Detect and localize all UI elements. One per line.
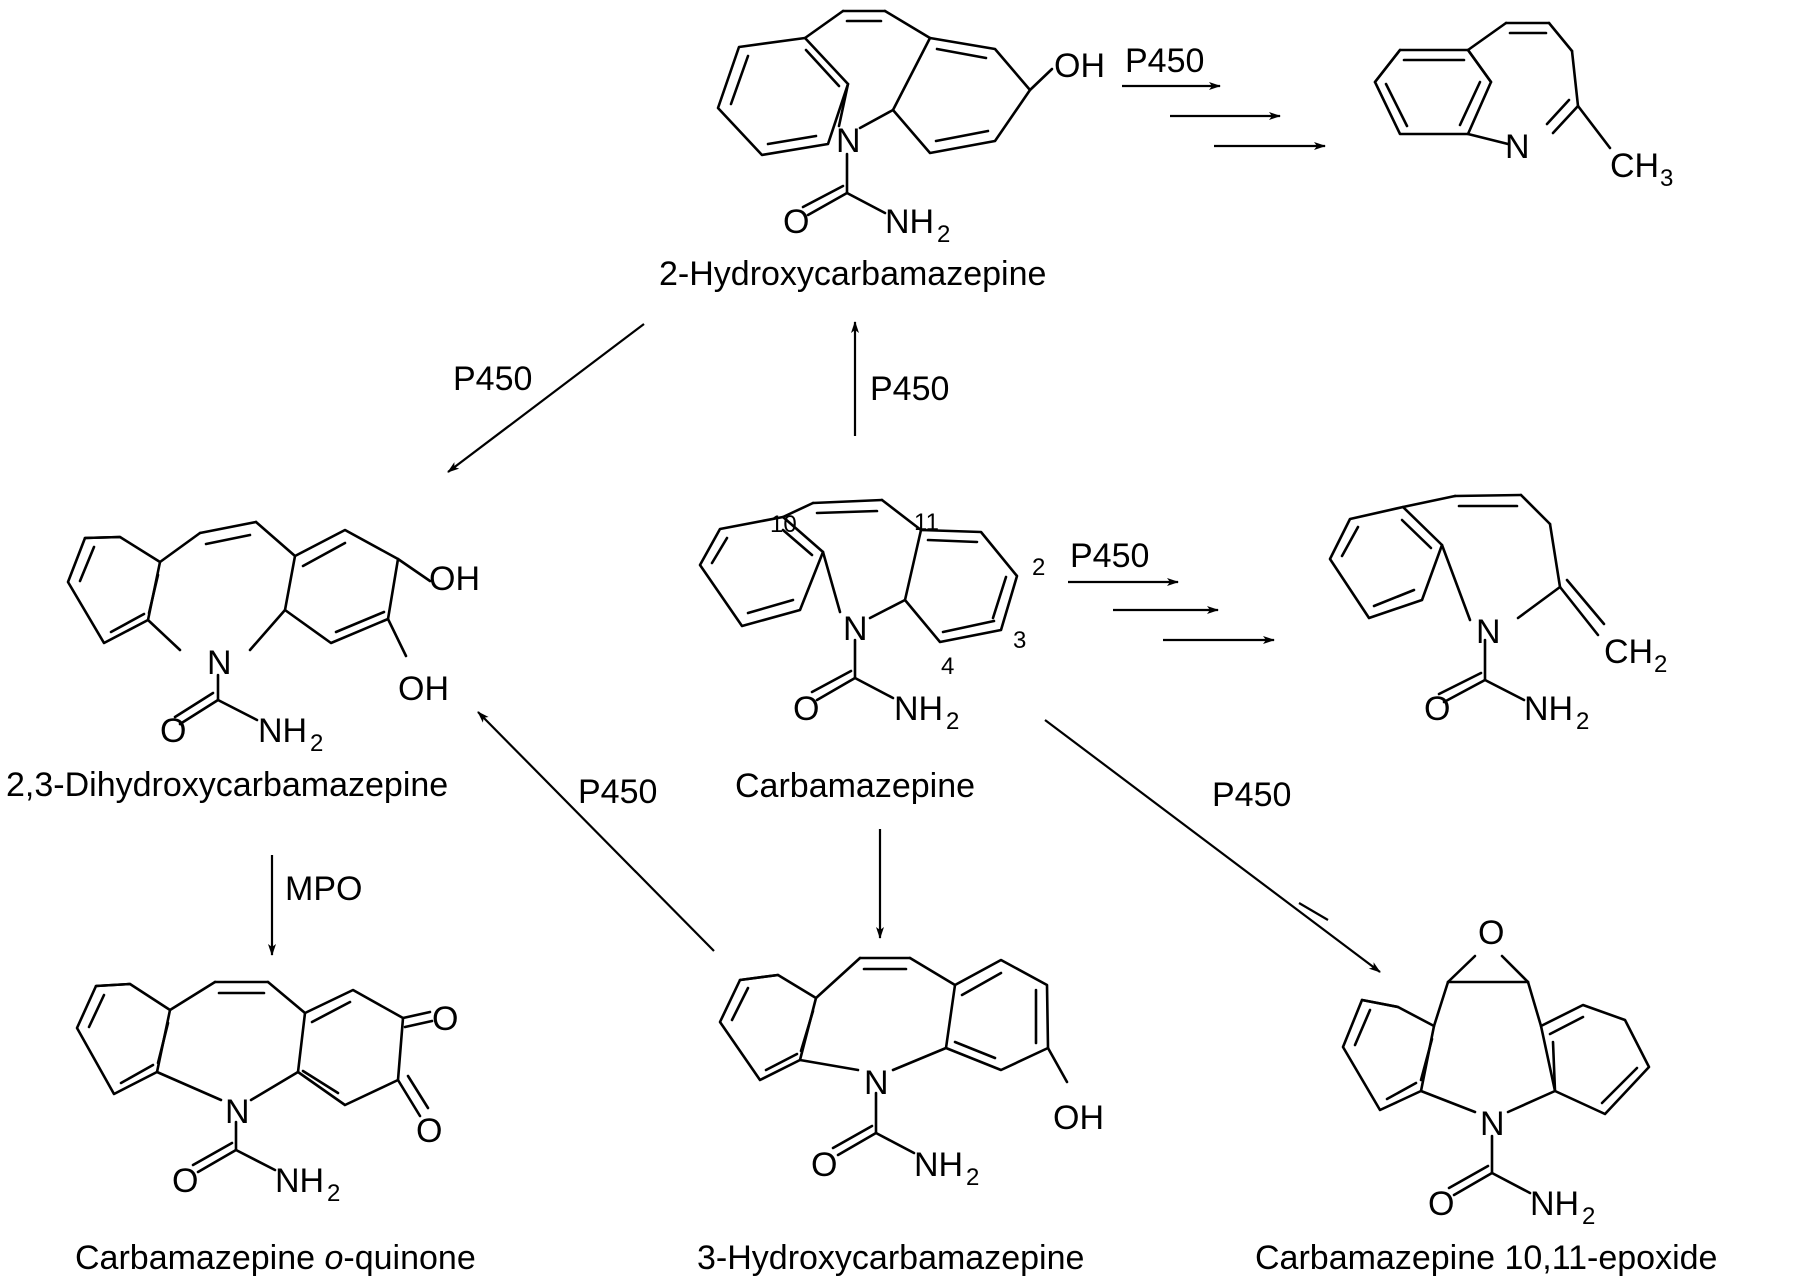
atom-n: N — [836, 122, 861, 160]
atom-subscript: 2 — [1654, 651, 1667, 678]
atom-o: O — [432, 1000, 458, 1038]
ring-number-2: 2 — [1032, 554, 1045, 581]
arrow-to-epoxide-tick — [1298, 902, 1329, 921]
atom-ch: CH — [1610, 147, 1659, 185]
atom-nh: NH — [885, 203, 934, 241]
atom-oh: OH — [398, 670, 449, 708]
atom-o: O — [172, 1162, 198, 1200]
atom-ch: CH — [1604, 633, 1653, 671]
ring-number-10: 10 — [770, 511, 797, 538]
atom-nh: NH — [894, 690, 943, 728]
structure-carbamazepine-o-quinone: O O N O NH 2 — [75, 980, 458, 1207]
label-carbamazepine-epoxide: Carbamazepine 10,11-epoxide — [1255, 1239, 1717, 1277]
atom-o: O — [1428, 1185, 1454, 1223]
arrow-to-epoxide — [1044, 719, 1381, 973]
atom-n: N — [207, 644, 232, 682]
quinone-label-prefix: Carbamazepine — [75, 1239, 324, 1277]
reaction-arrows — [268, 82, 1381, 973]
atom-subscript: 2 — [946, 708, 959, 735]
quinone-label-suffix: -quinone — [343, 1239, 475, 1277]
atom-o: O — [811, 1146, 837, 1184]
atom-subscript: 2 — [327, 1180, 340, 1207]
atom-oh: OH — [429, 560, 480, 598]
atom-subscript: 3 — [1660, 165, 1673, 192]
atom-o: O — [793, 690, 819, 728]
structure-2-hydroxycarbamazepine: OH N O NH 2 — [716, 9, 1105, 248]
atom-o: O — [416, 1112, 442, 1150]
atom-nh: NH — [275, 1162, 324, 1200]
atom-nh: NH — [258, 712, 307, 750]
ring-number-3: 3 — [1013, 627, 1026, 654]
enzyme-labels: P450 P450 P450 P450 P450 P450 MPO — [285, 42, 1291, 908]
atom-nh: NH — [1530, 1185, 1579, 1223]
ring-number-11: 11 — [914, 509, 939, 536]
atom-o: O — [1478, 914, 1504, 952]
atom-nh: NH — [1524, 690, 1573, 728]
enzyme-p450-lower-right: P450 — [1212, 776, 1291, 814]
structure-3-hydroxycarbamazepine: OH N O NH 2 — [718, 956, 1104, 1191]
structure-carbamazepine: 10 11 2 3 4 N O NH 2 — [698, 498, 1045, 735]
atom-n: N — [1480, 1105, 1505, 1143]
atom-o: O — [783, 203, 809, 241]
atom-nh: NH — [914, 1146, 963, 1184]
enzyme-p450-up: P450 — [870, 370, 949, 408]
atom-oh: OH — [1053, 1099, 1104, 1137]
ring-number-4: 4 — [941, 653, 954, 680]
arrow-3-hydroxy-to-dihydroxy — [477, 711, 715, 952]
label-2-hydroxycarbamazepine: 2-Hydroxycarbamazepine — [659, 255, 1046, 293]
atom-n: N — [843, 610, 868, 648]
structure-carbamazepine-10-11-epoxide: O N O NH 2 — [1341, 914, 1651, 1230]
structure-2-3-dihydroxycarbamazepine: OH OH N O NH 2 — [66, 520, 480, 757]
label-carbamazepine: Carbamazepine — [735, 767, 975, 805]
atom-n: N — [1476, 613, 1501, 651]
atom-subscript: 2 — [1582, 1203, 1595, 1230]
atom-subscript: 2 — [966, 1164, 979, 1191]
atom-o: O — [160, 712, 186, 750]
atom-n: N — [864, 1064, 889, 1102]
label-2-3-dihydroxycarbamazepine: 2,3-Dihydroxycarbamazepine — [6, 766, 448, 804]
atom-subscript: 2 — [310, 730, 323, 757]
structure-methyl-benzazepine: N CH 3 — [1373, 21, 1673, 192]
atom-n: N — [1505, 128, 1530, 166]
atom-oh: OH — [1054, 47, 1105, 85]
atom-subscript: 2 — [937, 221, 950, 248]
label-3-hydroxycarbamazepine: 3-Hydroxycarbamazepine — [697, 1239, 1084, 1277]
atom-o: O — [1424, 690, 1450, 728]
enzyme-p450-mid-right: P450 — [1070, 537, 1149, 575]
atom-subscript: 2 — [1576, 708, 1589, 735]
structure-methylene-benzazepine: N CH 2 O NH 2 — [1328, 493, 1667, 735]
enzyme-mpo: MPO — [285, 870, 362, 908]
quinone-label-italic: o — [324, 1239, 343, 1277]
enzyme-p450-top-right: P450 — [1125, 42, 1204, 80]
arrow-to-dihydroxy — [447, 323, 645, 473]
atom-n: N — [225, 1093, 250, 1131]
enzyme-p450-lower-left: P450 — [578, 773, 657, 811]
enzyme-p450-top-left: P450 — [453, 360, 532, 398]
label-carbamazepine-o-quinone: Carbamazepine o-quinone — [75, 1239, 476, 1277]
